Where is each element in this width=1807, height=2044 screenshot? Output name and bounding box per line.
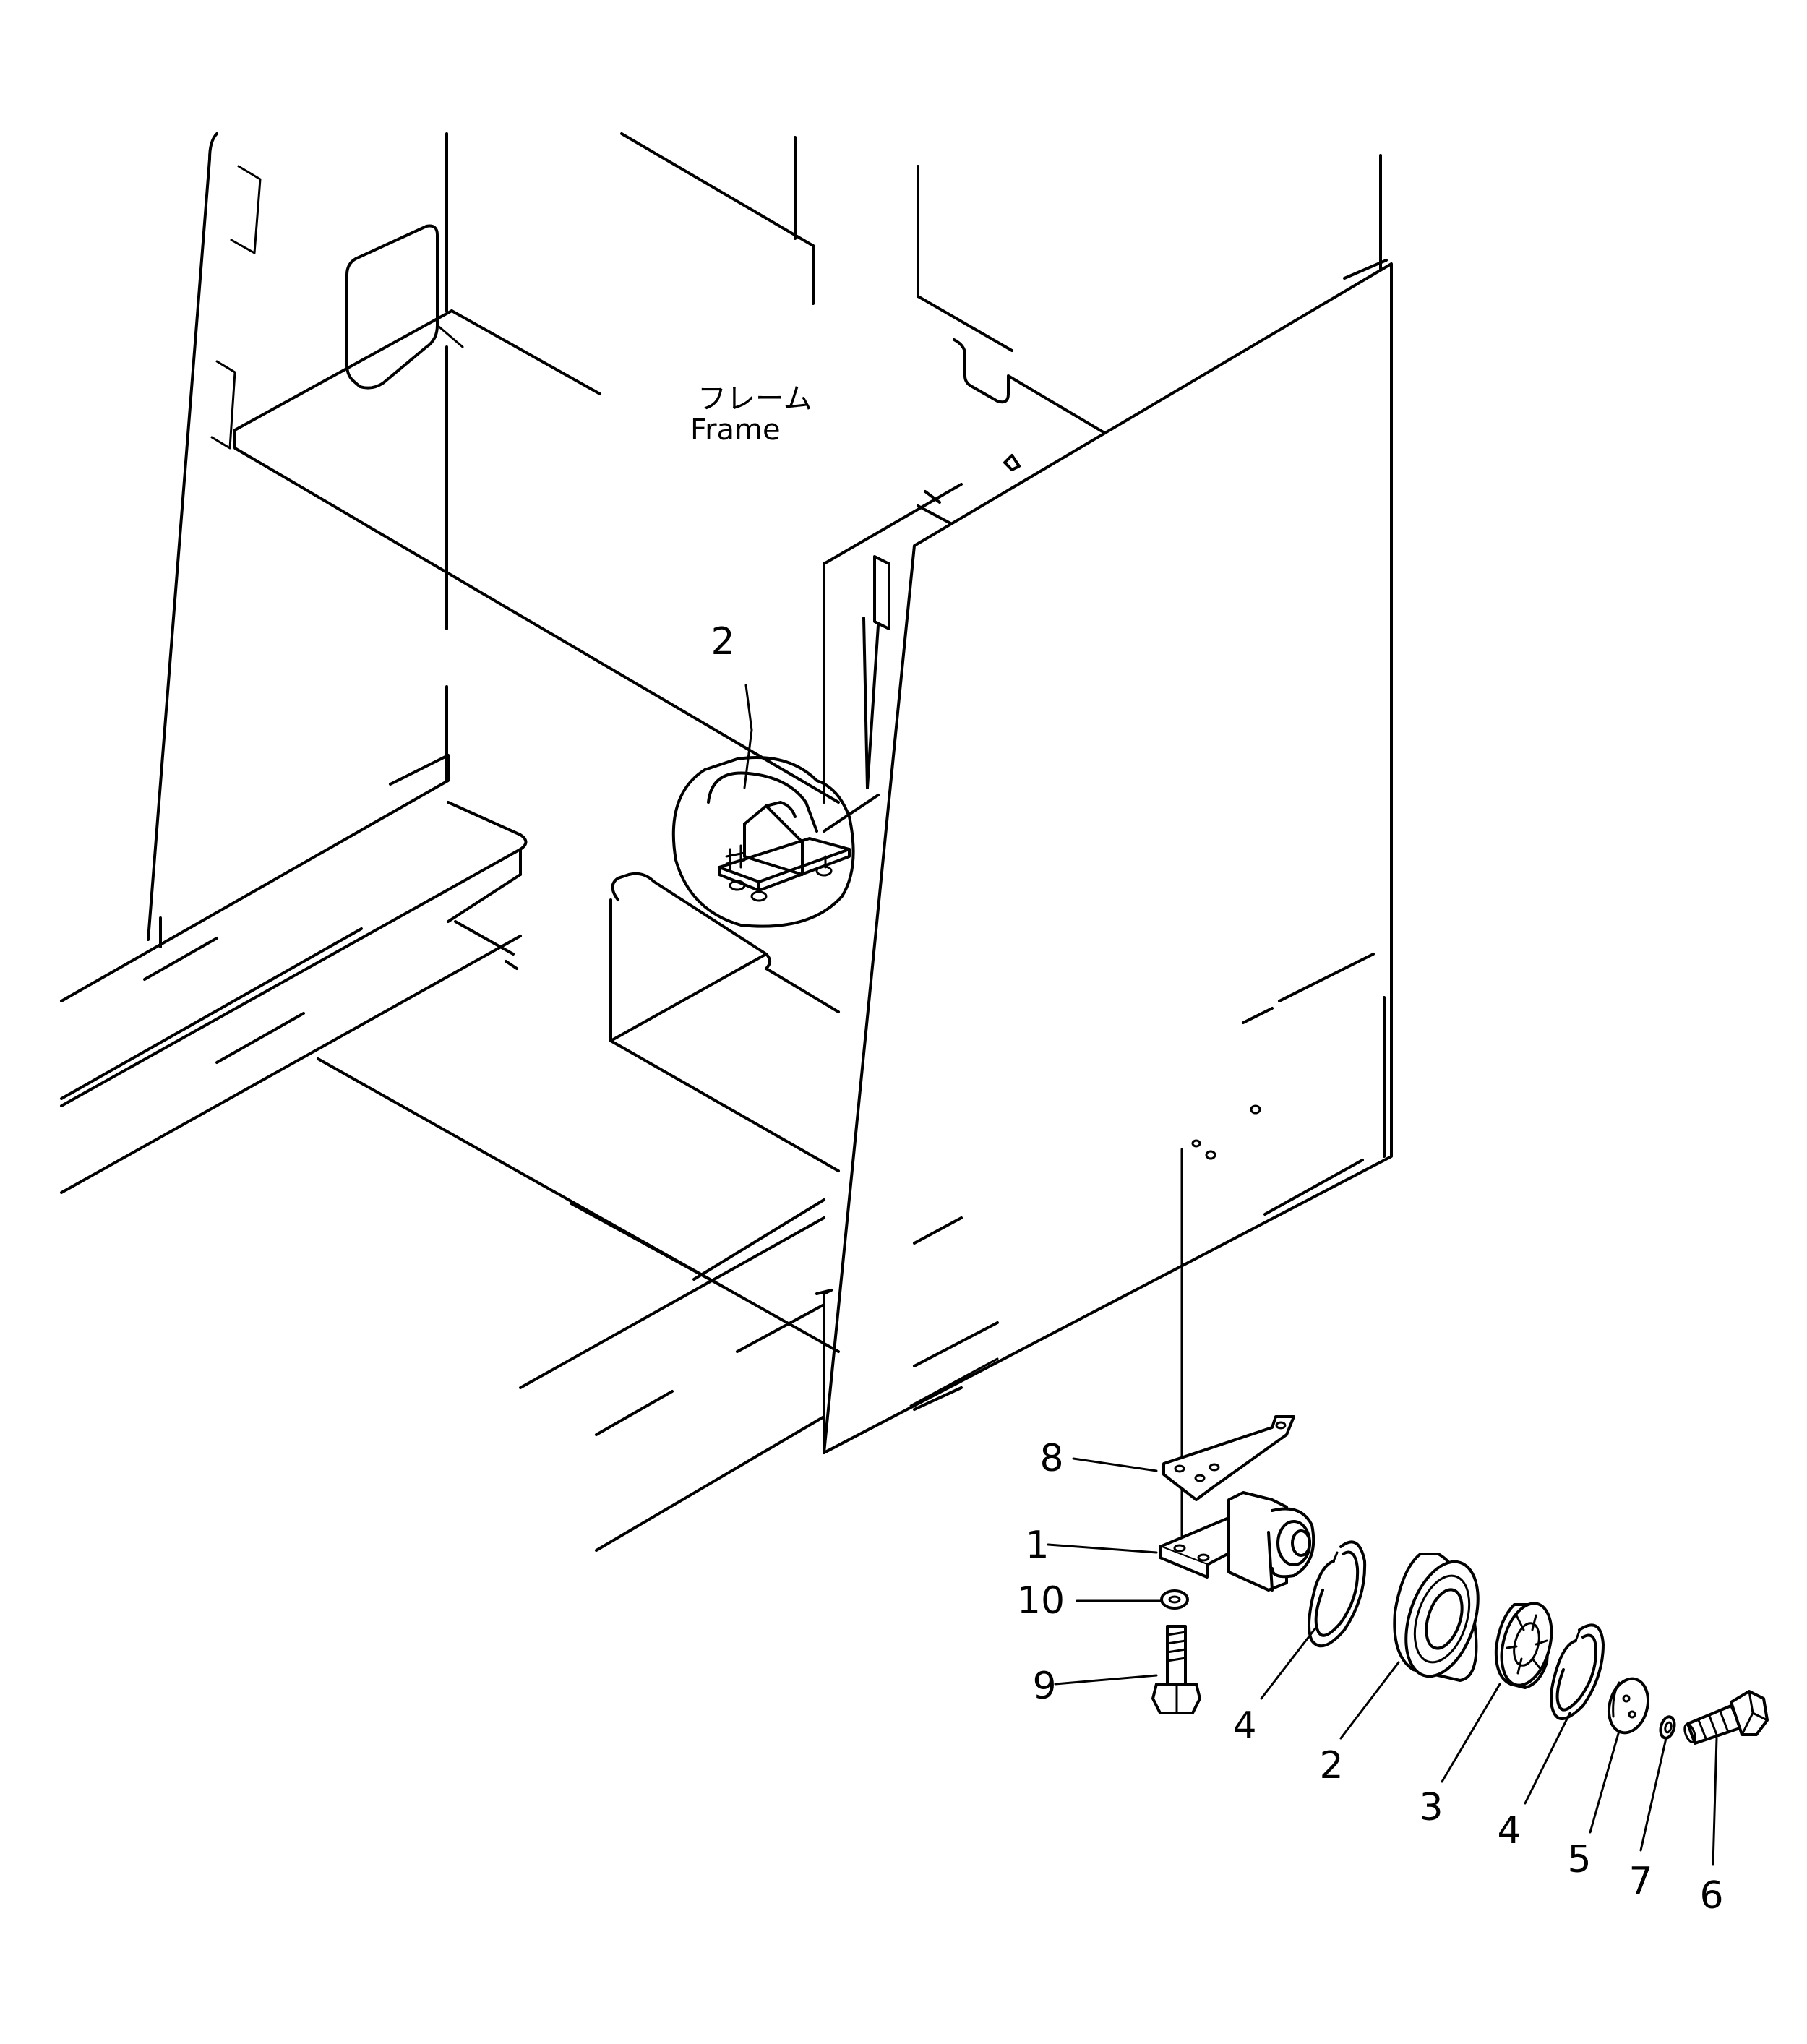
part-bolt <box>1151 1625 1201 1714</box>
callout-frame-detail: 2 <box>711 620 734 664</box>
callout-washer: 10 <box>1017 1579 1065 1623</box>
callout-lock-washer: 7 <box>1628 1860 1652 1903</box>
part-bearing <box>1494 1602 1553 1689</box>
part-bracket-plate <box>1162 1415 1295 1501</box>
part-lock-washer <box>1659 1715 1676 1740</box>
frame-structure <box>60 132 1393 1552</box>
part-cover-plate <box>1608 1677 1649 1735</box>
callout-bearing: 3 <box>1419 1786 1443 1829</box>
lower-box <box>317 872 840 1552</box>
callout-snap-ring-front: 4 <box>1232 1704 1256 1748</box>
callout-bolt: 9 <box>1032 1665 1056 1708</box>
frame-label-english: Frame <box>690 413 781 447</box>
callout-numbers: 2 8 1 10 9 4 2 3 4 5 7 6 <box>711 620 1723 1918</box>
pivot-detail <box>671 756 855 928</box>
callout-end-bolt: 6 <box>1699 1874 1723 1918</box>
part-snap-ring-rear <box>1550 1623 1605 1720</box>
part-roller <box>1393 1553 1480 1682</box>
part-washer <box>1160 1589 1189 1610</box>
exploded-parts <box>1151 1148 1769 1745</box>
center-column <box>823 555 890 833</box>
callout-roller-bracket: 1 <box>1025 1524 1049 1567</box>
frame-label: フレーム Frame <box>690 382 812 447</box>
left-side-plate <box>147 132 464 948</box>
callout-snap-ring-rear: 4 <box>1497 1809 1521 1852</box>
callout-cover-plate: 5 <box>1567 1838 1591 1881</box>
frame-label-japanese: フレーム <box>698 382 812 416</box>
callout-roller: 2 <box>1319 1744 1343 1787</box>
part-roller-bracket <box>1159 1491 1315 1592</box>
part-snap-ring-front <box>1308 1540 1367 1648</box>
right-side-plate <box>815 154 1393 1454</box>
leader-lines <box>743 684 1718 1866</box>
part-end-bolt <box>1683 1690 1769 1745</box>
left-rail <box>60 754 528 1194</box>
callout-bracket-plate: 8 <box>1039 1437 1063 1480</box>
